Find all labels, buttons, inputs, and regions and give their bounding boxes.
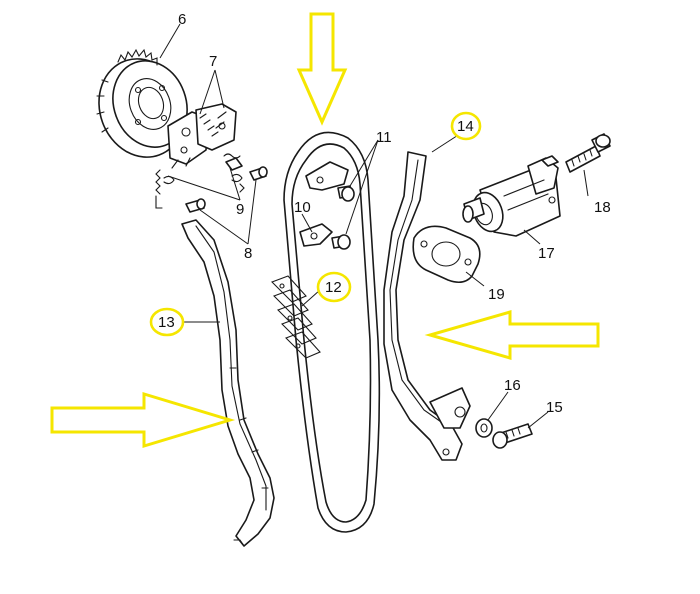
pins bbox=[185, 166, 268, 213]
springs bbox=[155, 169, 245, 209]
cam-chain bbox=[271, 131, 381, 533]
tensioner-bolt bbox=[565, 133, 611, 173]
label-part-8: 8 bbox=[244, 245, 252, 262]
label-part-11: 11 bbox=[376, 129, 392, 146]
label-part-14: 14 bbox=[457, 118, 474, 135]
decompressor-assembly bbox=[167, 103, 243, 171]
arrow-right bbox=[50, 391, 236, 449]
arrow-left bbox=[424, 310, 600, 360]
label-part-17: 17 bbox=[538, 245, 555, 262]
stopper-bolt-upper bbox=[337, 185, 355, 202]
chain-guide bbox=[181, 219, 275, 547]
label-part-9: 9 bbox=[236, 201, 244, 218]
chain-tensioner bbox=[462, 155, 561, 237]
label-part-15: 15 bbox=[546, 399, 563, 416]
label-part-19: 19 bbox=[488, 286, 505, 303]
stopper-bolt-lower bbox=[331, 234, 351, 250]
guide-stoppers bbox=[299, 161, 355, 250]
highlight-circle-14 bbox=[450, 111, 482, 141]
label-part-16: 16 bbox=[504, 377, 521, 394]
tensioner-gasket bbox=[412, 225, 481, 284]
guide-bolt bbox=[492, 423, 533, 449]
label-part-10: 10 bbox=[294, 199, 311, 216]
highlight-circle-13 bbox=[149, 307, 185, 337]
guide-washer bbox=[475, 418, 493, 438]
label-part-7: 7 bbox=[209, 53, 217, 70]
highlight-circle-12 bbox=[316, 271, 352, 303]
label-part-18: 18 bbox=[594, 199, 611, 216]
arrow-down bbox=[296, 12, 348, 126]
label-part-13: 13 bbox=[158, 314, 175, 331]
label-part-6: 6 bbox=[178, 11, 186, 28]
tensioner-guide bbox=[383, 151, 471, 461]
label-part-12: 12 bbox=[325, 279, 342, 296]
